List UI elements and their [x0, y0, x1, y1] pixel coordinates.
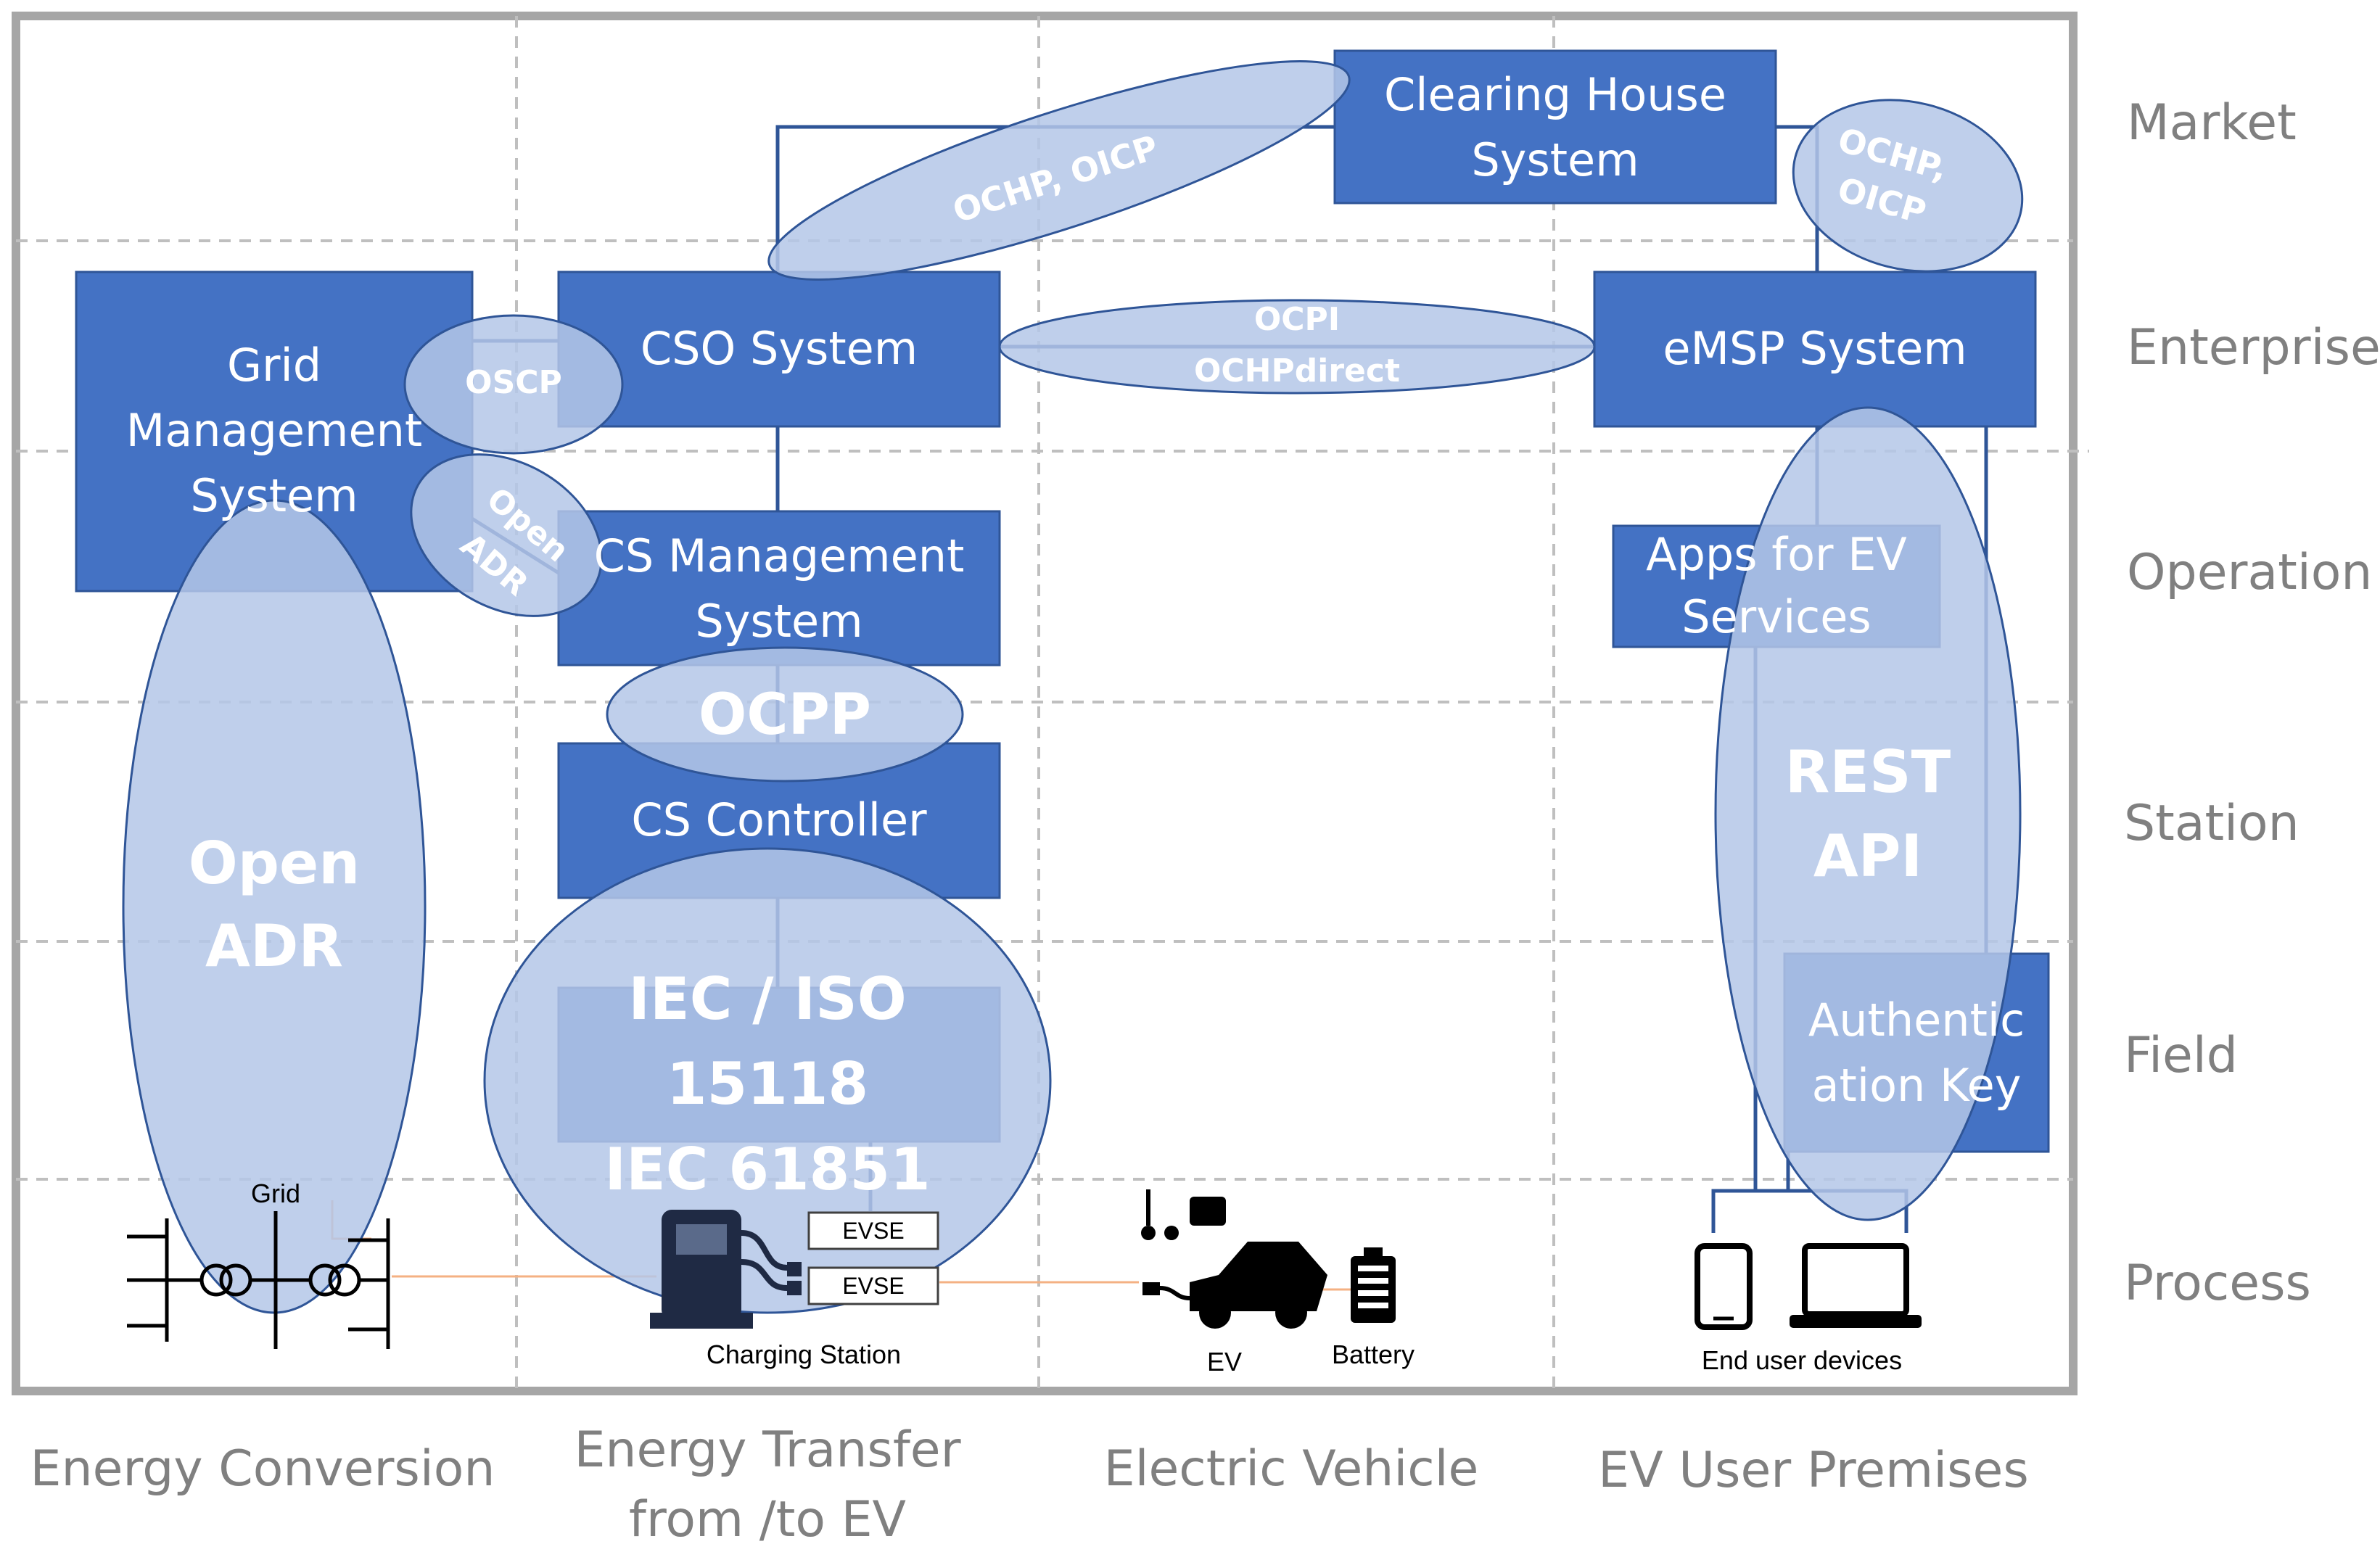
domain-labels: Energy Conversion Energy Transfer from /… — [30, 1421, 2029, 1548]
openadr-large-label-1: Open — [189, 830, 360, 897]
layer-labels: Market Enterprise Operation Station Fiel… — [2124, 94, 2380, 1312]
domain-energy-conversion: Energy Conversion — [30, 1440, 495, 1498]
grid-management-label-2: Management — [126, 404, 422, 457]
ocpi-label: OCPI — [1254, 301, 1340, 338]
end-user-devices-icon — [1695, 1243, 1922, 1330]
cs-management-box — [557, 510, 1001, 666]
rest-api-label-1: REST — [1785, 738, 1951, 806]
iec-iso-label-2: 15118 — [667, 1050, 868, 1118]
ochp-oicp-left-ellipse — [767, 60, 1351, 281]
authentication-key-label-2: ation Key — [1812, 1059, 2022, 1112]
clearing-house-label-2: System — [1471, 133, 1639, 186]
system-labels: Clearing House System Grid Management Sy… — [126, 68, 2025, 1112]
evse-label-2: EVSE — [842, 1273, 904, 1299]
cso-system-label: CSO System — [641, 322, 918, 375]
layer-enterprise: Enterprise — [2127, 319, 2380, 376]
openadr-small-ellipse — [410, 453, 603, 617]
clearing-house-label-1: Clearing House — [1384, 68, 1726, 121]
charging-station-icon — [650, 1210, 802, 1329]
ochpdirect-label: OCHPdirect — [1194, 352, 1400, 389]
battery-icon — [1351, 1247, 1396, 1323]
iec-15118-ellipse — [483, 847, 1052, 1314]
domain-energy-transfer-line-1: Energy Transfer — [574, 1421, 960, 1479]
iec-iso-label-1: IEC / ISO — [628, 965, 906, 1033]
emsp-system-box — [1593, 271, 2037, 428]
layer-operation: Operation — [2127, 544, 2372, 601]
authentication-key-label-1: Authentic — [1808, 994, 2025, 1047]
emsp-system-label: eMSP System — [1663, 322, 1967, 375]
layer-field: Field — [2124, 1027, 2238, 1084]
ev-car-icon — [1141, 1189, 1327, 1329]
cs-controller-label: CS Controller — [631, 793, 927, 846]
evse-label-1: EVSE — [842, 1218, 904, 1244]
cs-management-label-1: CS Management — [594, 529, 965, 582]
evse-boxes — [807, 1211, 939, 1305]
ochp-oicp-right-ellipse — [1792, 99, 2024, 273]
end-user-devices-label: End user devices — [1702, 1345, 1902, 1375]
charging-station-label: Charging Station — [707, 1340, 901, 1369]
grid-management-label-3: System — [190, 469, 358, 522]
openadr-large-label-2: ADR — [205, 912, 343, 980]
rest-api-label-2: API — [1813, 822, 1922, 890]
grid-management-label-1: Grid — [227, 339, 321, 392]
ocpp-ellipse — [606, 646, 964, 783]
evse-box-2 — [807, 1266, 939, 1305]
evse-box-1 — [807, 1211, 939, 1250]
domain-electric-vehicle: Electric Vehicle — [1104, 1440, 1479, 1498]
layer-market: Market — [2127, 94, 2297, 152]
grid-label: Grid — [251, 1179, 300, 1208]
iec-61851-label: IEC 61851 — [604, 1136, 930, 1203]
ev-label: EV — [1207, 1347, 1242, 1377]
battery-label: Battery — [1332, 1340, 1415, 1369]
apps-ev-label-2: Services — [1681, 590, 1871, 643]
grid-transformer-icon — [127, 1211, 390, 1349]
layer-process: Process — [2124, 1255, 2311, 1312]
domain-ev-user-premises: EV User Premises — [1598, 1442, 2029, 1499]
oscp-ellipse — [403, 314, 624, 455]
cs-management-label-2: System — [695, 595, 862, 648]
clearing-house-box — [1333, 49, 1777, 205]
ocpi-ellipse — [998, 299, 1596, 395]
ocpp-label: OCPP — [699, 682, 871, 748]
oscp-label: OSCP — [465, 364, 562, 401]
domain-energy-transfer-line-2: from /to EV — [629, 1491, 906, 1548]
protocol-ellipses — [122, 60, 2024, 1314]
layer-station: Station — [2124, 795, 2299, 852]
rest-api-ellipse — [1714, 406, 2022, 1221]
apps-ev-label-1: Apps for EV — [1646, 528, 1907, 581]
